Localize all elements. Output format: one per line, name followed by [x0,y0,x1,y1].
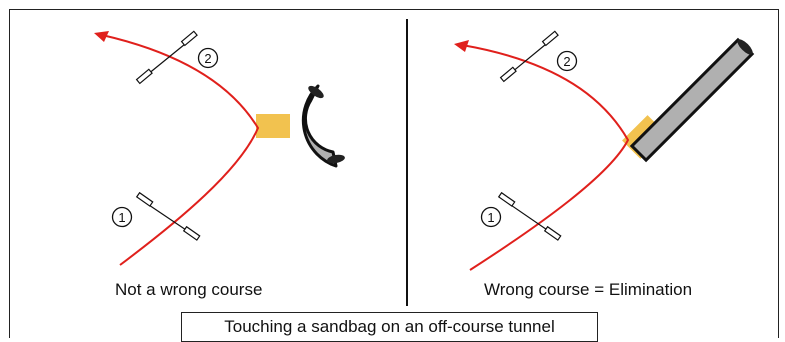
jump-wing-icon [135,191,154,207]
jump-number-badge [111,206,133,228]
jump-number-2: 2 [204,51,211,66]
arrow-head-icon [94,31,109,42]
jump-number-1: 1 [487,210,494,225]
right-caption: Wrong course = Elimination [484,280,693,299]
panel-divider [406,19,408,306]
jump-wing-icon [541,30,559,47]
course-path [461,44,630,271]
sandbag-icon [256,114,290,138]
jump-number-badge [556,50,578,72]
diagram-title: Touching a sandbag on an off-course tunn… [181,312,598,342]
left-panel: 2 1 [94,30,345,266]
jump-number-badge [197,47,219,69]
jump-number-2: 2 [563,54,570,69]
jump-wing-icon [180,30,198,47]
jump-number-badge [480,206,502,228]
jump-wing-icon [499,66,517,83]
right-panel: 2 1 [454,30,755,271]
jump-wing-icon [497,191,516,207]
jump-wing-icon [543,225,562,241]
diagram-frame [9,9,779,338]
tunnel-end-icon [308,85,324,99]
course-path [101,34,260,266]
jump-number-1: 1 [118,210,125,225]
tunnel-end-icon [327,154,345,164]
tunnel-icon [301,84,338,168]
arrow-head-icon [454,40,469,52]
jump-wing-icon [135,68,153,85]
left-caption: Not a wrong course [115,280,263,299]
tunnel-icon [629,37,755,163]
jump-wing-icon [182,225,201,241]
